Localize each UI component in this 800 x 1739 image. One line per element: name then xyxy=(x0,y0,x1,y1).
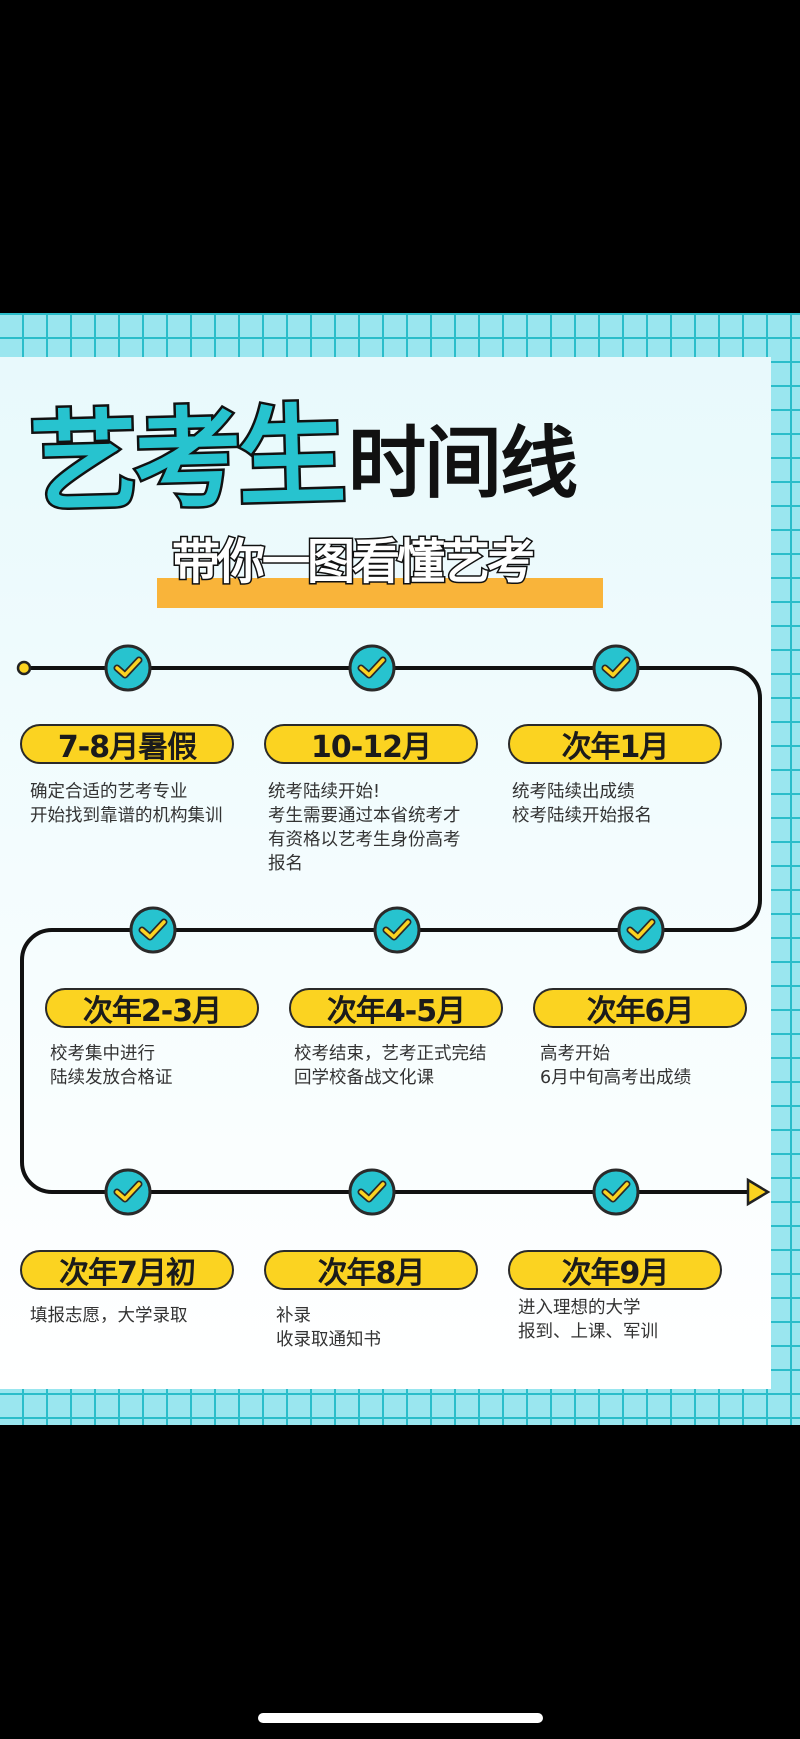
check-circle-icon xyxy=(592,644,640,692)
timeline-description: 高考开始 6月中旬高考出成绩 xyxy=(540,1042,691,1090)
subtitle: 带你一图看懂艺考 xyxy=(171,534,537,590)
poster-card xyxy=(0,357,771,1389)
subtitle-underline xyxy=(157,578,603,608)
description-line: 考生需要通过本省统考才 xyxy=(268,806,461,826)
description-line: 收录取通知书 xyxy=(276,1330,381,1350)
check-circle-icon xyxy=(348,644,396,692)
timeline-date-label: 次年1月 xyxy=(508,724,722,765)
timeline-description: 统考陆续开始! 考生需要通过本省统考才有资格以艺考生身份高考报名 xyxy=(268,780,461,876)
description-line: 统考陆续出成绩 xyxy=(512,782,635,802)
description-line: 回学校备战文化课 xyxy=(294,1068,434,1088)
timeline-description: 统考陆续出成绩校考陆续开始报名 xyxy=(512,780,652,828)
timeline-description: 进入理想的大学报到、上课、军训 xyxy=(518,1296,658,1344)
timeline-date-label: 次年9月 xyxy=(508,1250,722,1291)
description-line: 填报志愿，大学录取 xyxy=(30,1306,188,1326)
description-line: 高考开始 xyxy=(540,1044,610,1064)
timeline-date-label: 次年4-5月 xyxy=(289,988,503,1029)
description-line: 6月中旬高考出成绩 xyxy=(540,1068,692,1088)
page-title: 艺考生 时间线 xyxy=(26,375,578,529)
description-line: 开始找到靠谱的机构集训 xyxy=(30,806,223,826)
timeline-date-label: 次年7月初 xyxy=(20,1250,234,1291)
description-line: 补录 xyxy=(276,1306,311,1326)
check-circle-icon xyxy=(104,1168,152,1216)
check-circle-icon xyxy=(592,1168,640,1216)
timeline-date-label: 次年2-3月 xyxy=(45,988,259,1029)
timeline-description: 校考集中进行陆续发放合格证 xyxy=(50,1042,173,1090)
description-line: 校考结束，艺考正式完结 xyxy=(294,1044,487,1064)
check-circle-icon xyxy=(104,644,152,692)
description-line: 陆续发放合格证 xyxy=(50,1068,173,1088)
arrow-right-icon xyxy=(746,1177,771,1207)
description-line: 统考陆续开始! xyxy=(268,782,381,802)
description-line: 有资格以艺考生身份高考 xyxy=(268,830,461,850)
timeline-description: 校考结束，艺考正式完结回学校备战文化课 xyxy=(294,1042,487,1090)
description-line: 报名 xyxy=(268,854,303,874)
timeline-date-label: 7-8月暑假 xyxy=(20,724,234,765)
home-indicator[interactable] xyxy=(258,1713,543,1723)
description-line: 报到、上课、军训 xyxy=(518,1322,658,1342)
timeline-date-label: 次年6月 xyxy=(533,988,747,1029)
timeline-description: 填报志愿，大学录取 xyxy=(30,1304,188,1328)
timeline-date-label: 10-12月 xyxy=(264,724,478,765)
start-dot-icon xyxy=(16,660,32,676)
timeline-description: 确定合适的艺考专业开始找到靠谱的机构集训 xyxy=(30,780,223,828)
check-circle-icon xyxy=(617,906,665,954)
description-line: 校考陆续开始报名 xyxy=(512,806,652,826)
description-line: 确定合适的艺考专业 xyxy=(30,782,188,802)
check-circle-icon xyxy=(373,906,421,954)
check-circle-icon xyxy=(348,1168,396,1216)
check-circle-icon xyxy=(129,906,177,954)
description-line: 校考集中进行 xyxy=(50,1044,155,1064)
title-rest: 时间线 xyxy=(348,419,578,509)
timeline-description: 补录收录取通知书 xyxy=(276,1304,381,1352)
timeline-date-label: 次年8月 xyxy=(264,1250,478,1291)
description-line: 进入理想的大学 xyxy=(518,1298,641,1318)
